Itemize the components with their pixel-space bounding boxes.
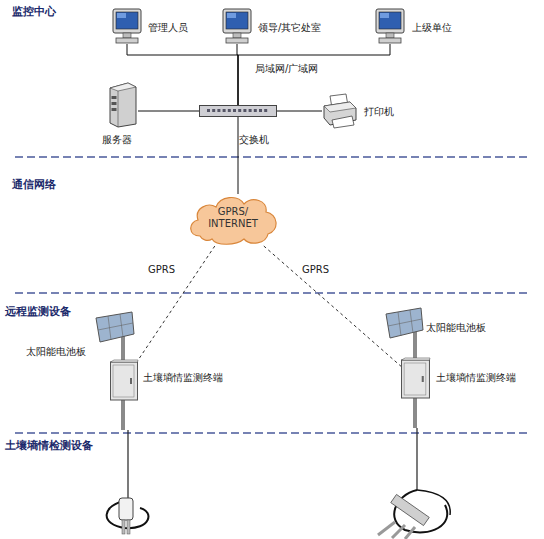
terminal-icon bbox=[401, 358, 430, 400]
edge-label: GPRS bbox=[148, 264, 175, 276]
network-cable bbox=[127, 44, 238, 105]
section-title: 监控中心 bbox=[12, 6, 56, 18]
network-cable bbox=[238, 44, 390, 105]
node-label: 服务器 bbox=[102, 134, 132, 146]
computer-icon bbox=[375, 8, 405, 44]
section-divider bbox=[15, 432, 528, 434]
section-title: 通信网络 bbox=[12, 179, 56, 191]
node-label: 交换机 bbox=[239, 134, 269, 146]
node-label: 领导/其它处室 bbox=[258, 22, 321, 34]
wireless-link bbox=[264, 246, 401, 366]
computer-node: 领导/其它处室 bbox=[222, 8, 252, 44]
terminal-icon bbox=[110, 360, 138, 402]
node-label: 土壤墒情监测终端 bbox=[143, 372, 223, 384]
cloud-node: GPRS/ INTERNET bbox=[186, 192, 280, 246]
node-label: 管理人员 bbox=[148, 22, 188, 34]
section-title: 远程监测设备 bbox=[5, 306, 71, 318]
network-cable bbox=[238, 117, 239, 194]
network-cable bbox=[138, 111, 199, 112]
switch-node: 交换机 bbox=[199, 105, 277, 117]
soil-sensor bbox=[107, 498, 149, 534]
node-label: 土壤墒情监测终端 bbox=[436, 372, 516, 384]
computer-icon bbox=[222, 8, 252, 44]
section-divider bbox=[15, 292, 528, 294]
computer-node: 上级单位 bbox=[375, 8, 405, 44]
computer-icon bbox=[112, 8, 142, 44]
switch-icon bbox=[199, 105, 277, 117]
node-label: 上级单位 bbox=[412, 22, 452, 34]
node-label: GPRS/ INTERNET bbox=[201, 206, 265, 230]
annotation-label: 局域网/广域网 bbox=[255, 63, 318, 75]
annotation-label: 太阳能电池板 bbox=[26, 346, 86, 358]
section-title: 土壤墒情检测设备 bbox=[5, 440, 93, 452]
section-divider bbox=[15, 156, 528, 158]
sensor-cable bbox=[127, 430, 128, 500]
wireless-link bbox=[138, 246, 215, 360]
annotation-label: 太阳能电池板 bbox=[426, 322, 486, 334]
network-cable bbox=[277, 111, 322, 112]
node-label: 打印机 bbox=[364, 106, 394, 118]
terminal-node: 土壤墒情监测终端 bbox=[401, 358, 430, 400]
server-node: 服务器 bbox=[108, 82, 138, 128]
edge-label: GPRS bbox=[302, 264, 329, 276]
printer-icon bbox=[322, 94, 358, 128]
terminal-node: 土壤墒情监测终端 bbox=[110, 360, 138, 402]
computer-node: 管理人员 bbox=[112, 8, 142, 44]
server-icon bbox=[108, 82, 138, 128]
printer-node: 打印机 bbox=[322, 94, 358, 128]
soil-sensor bbox=[378, 490, 450, 539]
sensor-cable bbox=[416, 428, 417, 490]
